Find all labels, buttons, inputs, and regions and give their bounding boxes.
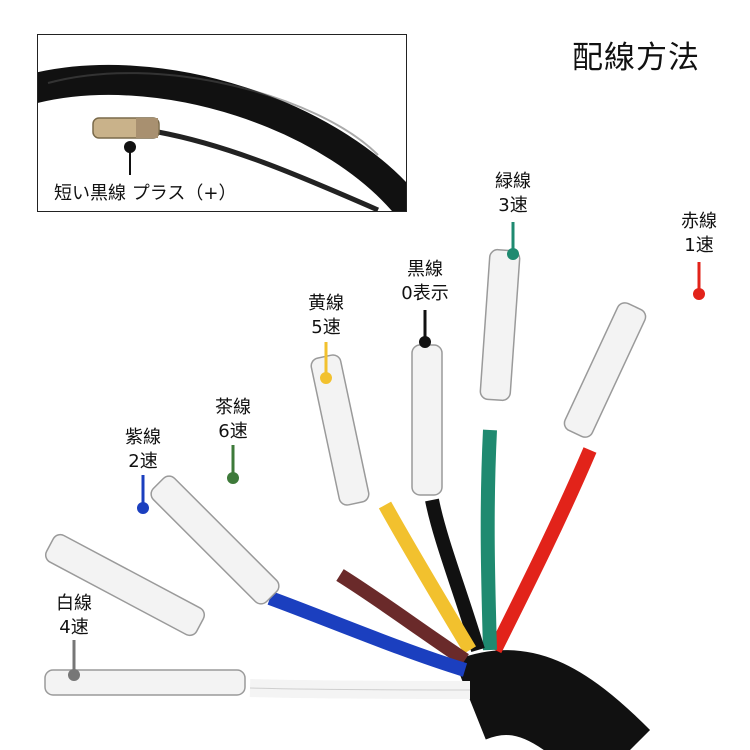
wire-yellow [378, 501, 477, 654]
dot-black [419, 336, 431, 348]
page-title: 配線方法 [572, 40, 700, 76]
label-red-name: 赤線 [681, 211, 717, 232]
label-yellow-name: 黄線 [308, 293, 344, 314]
label-yellow-speed: 5速 [311, 317, 341, 338]
label-green: 緑線 3速 [473, 170, 553, 218]
label-green-speed: 3速 [498, 195, 528, 216]
label-green-name: 緑線 [495, 171, 531, 192]
terminal-black [411, 344, 443, 496]
label-red: 赤線 1速 [659, 210, 739, 258]
dot-brown [227, 472, 239, 484]
label-white-name: 白線 [56, 593, 92, 614]
main-cable [454, 650, 651, 750]
label-purple: 紫線 2速 [103, 426, 183, 474]
dot-red [693, 288, 705, 300]
wire-purple [267, 591, 468, 677]
dot-white [68, 669, 80, 681]
label-brown-speed: 6速 [218, 421, 248, 442]
label-white: 白線 4速 [34, 592, 114, 640]
wire-black [425, 498, 485, 653]
terminal-yellow [310, 354, 370, 506]
wire-brown [336, 569, 469, 666]
terminal-green [479, 248, 521, 402]
label-yellow: 黄線 5速 [286, 292, 366, 340]
label-black-name: 黒線 [407, 259, 443, 280]
label-white-speed: 4速 [59, 617, 89, 638]
label-purple-speed: 2速 [128, 451, 158, 472]
label-brown-name: 茶線 [215, 397, 251, 418]
wire-green [480, 429, 497, 651]
terminal-brown [150, 475, 280, 605]
wire-red [488, 447, 597, 654]
label-purple-name: 紫線 [125, 427, 161, 448]
label-brown: 茶線 6速 [193, 396, 273, 444]
inset-photo-box: 短い黒線 プラス（+） [37, 34, 407, 212]
dot-green [507, 248, 519, 260]
dot-purple [137, 502, 149, 514]
inset-label: 短い黒線 プラス（+） [54, 183, 237, 204]
dot-yellow [320, 372, 332, 384]
label-black-speed: 0表示 [401, 283, 449, 304]
terminal-white [44, 669, 246, 696]
label-black: 黒線 0表示 [385, 258, 465, 306]
terminal-red [563, 302, 647, 438]
label-red-speed: 1速 [684, 235, 714, 256]
inset-cable-illustration [38, 64, 406, 211]
terminal-purple [44, 533, 206, 637]
